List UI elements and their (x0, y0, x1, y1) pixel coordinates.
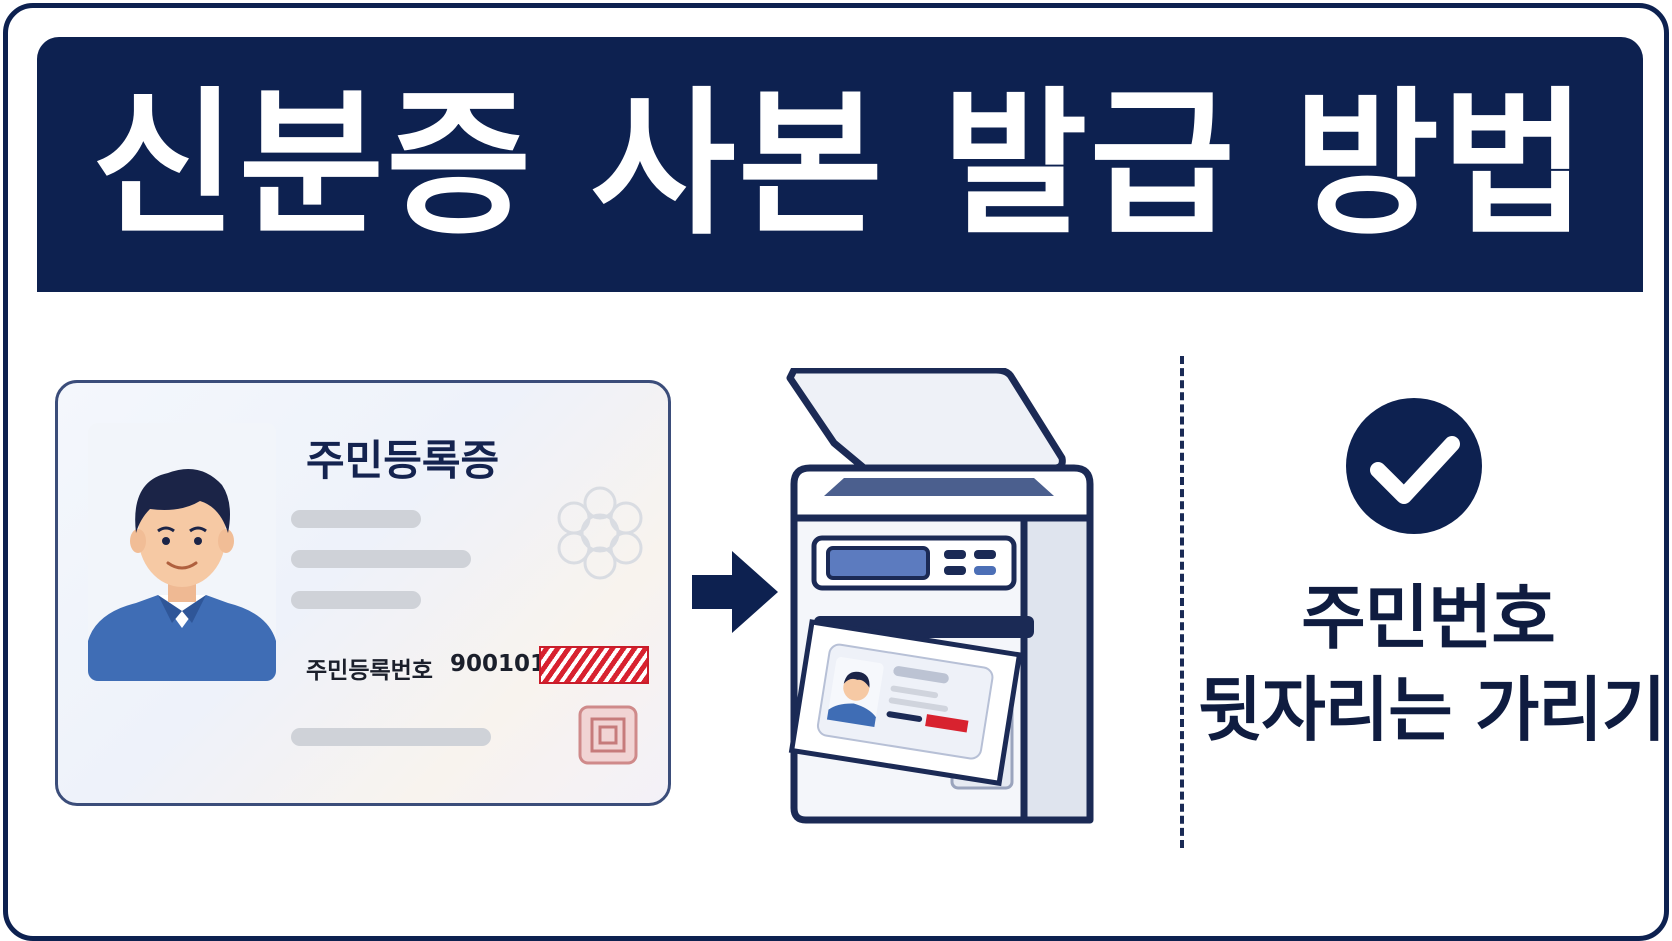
placeholder-line (291, 510, 421, 528)
rrn-front-digits: 900101- (450, 651, 556, 677)
id-card: 주민등록증 주민등록번호 900101- (55, 380, 671, 806)
id-card-title: 주민등록증 (306, 436, 500, 485)
page-title: 신분증 사본 발급 방법 (91, 72, 1589, 257)
id-photo (88, 423, 276, 681)
arrow-right-icon (692, 551, 778, 633)
rrn-redaction-box (539, 646, 649, 684)
person-photo-icon (88, 423, 276, 681)
infographic-frame: 신분증 사본 발급 방법 주민등록증 (3, 3, 1669, 941)
dashed-divider (1180, 356, 1184, 848)
title-banner: 신분증 사본 발급 방법 (37, 37, 1643, 292)
placeholder-line (291, 728, 491, 746)
redaction-note: 주민번호 뒷자리는 가리기 (1198, 572, 1666, 756)
flower-watermark-icon (557, 486, 643, 580)
check-circle-icon (1346, 398, 1482, 534)
placeholder-line (291, 550, 471, 568)
seal-stamp-icon (578, 705, 638, 765)
note-line-1: 주민번호 (1301, 577, 1556, 659)
placeholder-line (291, 591, 421, 609)
note-line-2: 뒷자리는 가리기 (1198, 669, 1666, 751)
rrn-label: 주민등록번호 (306, 658, 433, 684)
copier-printer-icon (786, 368, 1094, 824)
